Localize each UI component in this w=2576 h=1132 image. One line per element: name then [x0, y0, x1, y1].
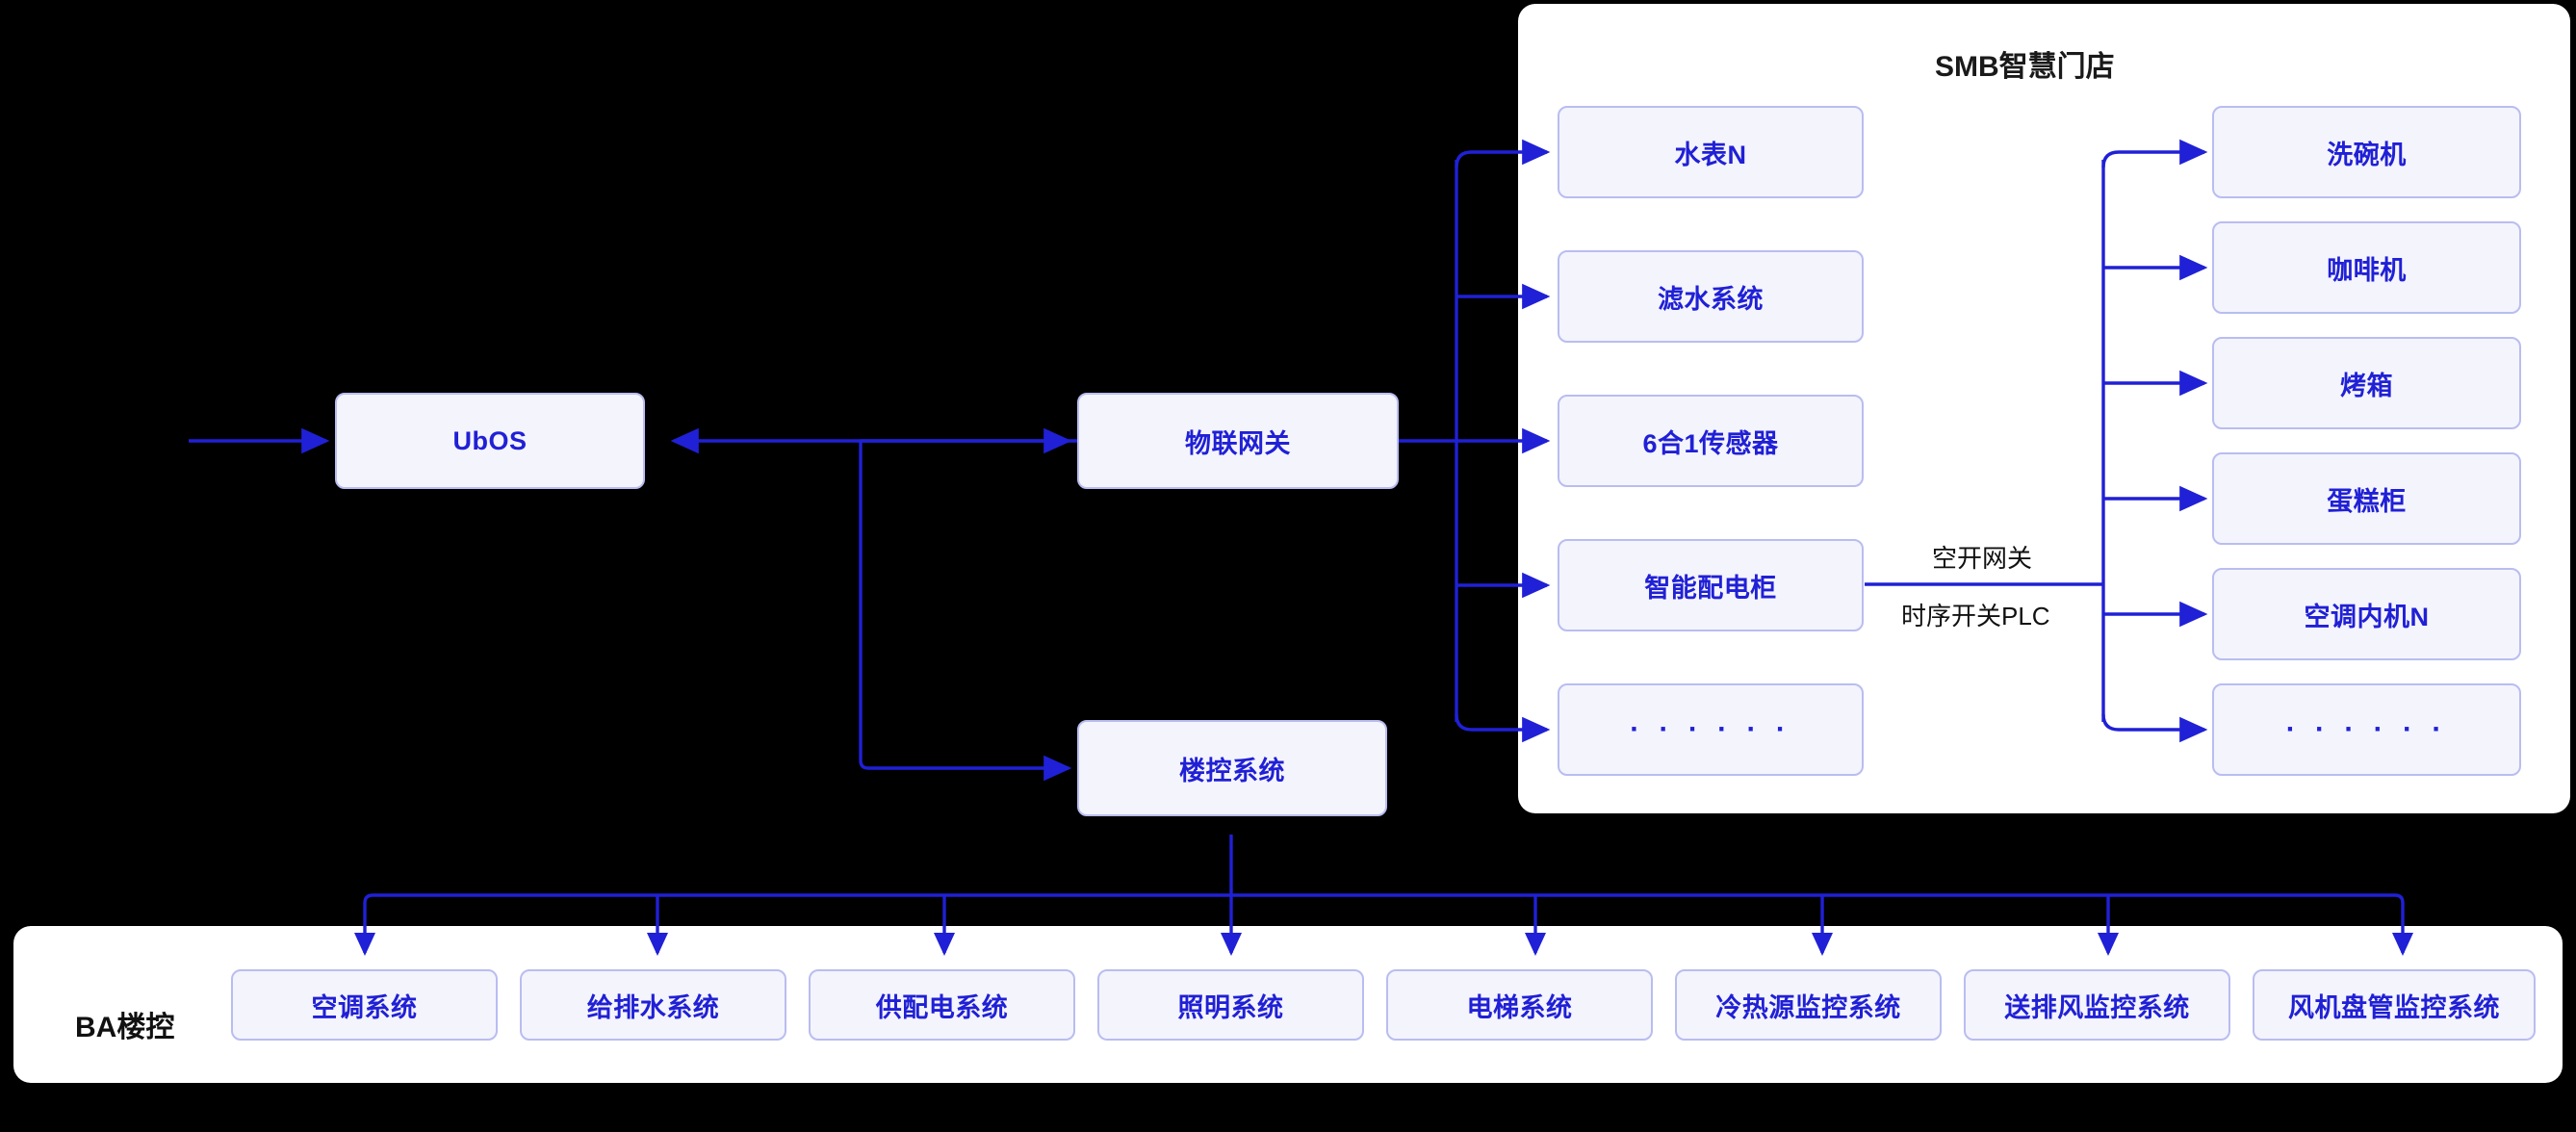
- node-ba-2[interactable]: 供配电系统: [809, 969, 1075, 1041]
- node-ba-4[interactable]: 电梯系统: [1386, 969, 1653, 1041]
- edge-label-below: 时序开关PLC: [1901, 602, 2050, 630]
- node-ba-3[interactable]: 照明系统: [1097, 969, 1364, 1041]
- node-smb-right-4[interactable]: 空调内机N: [2212, 568, 2521, 660]
- node-ba-5[interactable]: 冷热源监控系统: [1675, 969, 1942, 1041]
- node-smb-right-5[interactable]: · · · · · ·: [2212, 683, 2521, 776]
- node-ubos[interactable]: UbOS: [335, 393, 645, 489]
- node-smb-left-4[interactable]: · · · · · ·: [1558, 683, 1864, 776]
- node-ba-0[interactable]: 空调系统: [231, 969, 498, 1041]
- node-smb-left-2[interactable]: 6合1传感器: [1558, 395, 1864, 487]
- node-smb-right-1[interactable]: 咖啡机: [2212, 221, 2521, 314]
- node-smb-right-3[interactable]: 蛋糕柜: [2212, 452, 2521, 545]
- ba-building-control-label: BA楼控: [75, 1012, 175, 1043]
- node-ba-1[interactable]: 给排水系统: [520, 969, 786, 1041]
- node-smb-left-3[interactable]: 智能配电柜: [1558, 539, 1864, 631]
- node-ba-6[interactable]: 送排风监控系统: [1964, 969, 2230, 1041]
- node-smb-right-0[interactable]: 洗碗机: [2212, 106, 2521, 198]
- edge-label-above: 空开网关: [1932, 544, 2033, 573]
- node-ba-7[interactable]: 风机盘管监控系统: [2253, 969, 2536, 1041]
- node-bms[interactable]: 楼控系统: [1077, 720, 1387, 816]
- node-smb-left-0[interactable]: 水表N: [1558, 106, 1864, 198]
- smb-store-panel-title: SMB智慧门店: [1935, 51, 2115, 83]
- node-smb-right-2[interactable]: 烤箱: [2212, 337, 2521, 429]
- node-smb-left-1[interactable]: 滤水系统: [1558, 250, 1864, 343]
- node-iot-gateway[interactable]: 物联网关: [1077, 393, 1399, 489]
